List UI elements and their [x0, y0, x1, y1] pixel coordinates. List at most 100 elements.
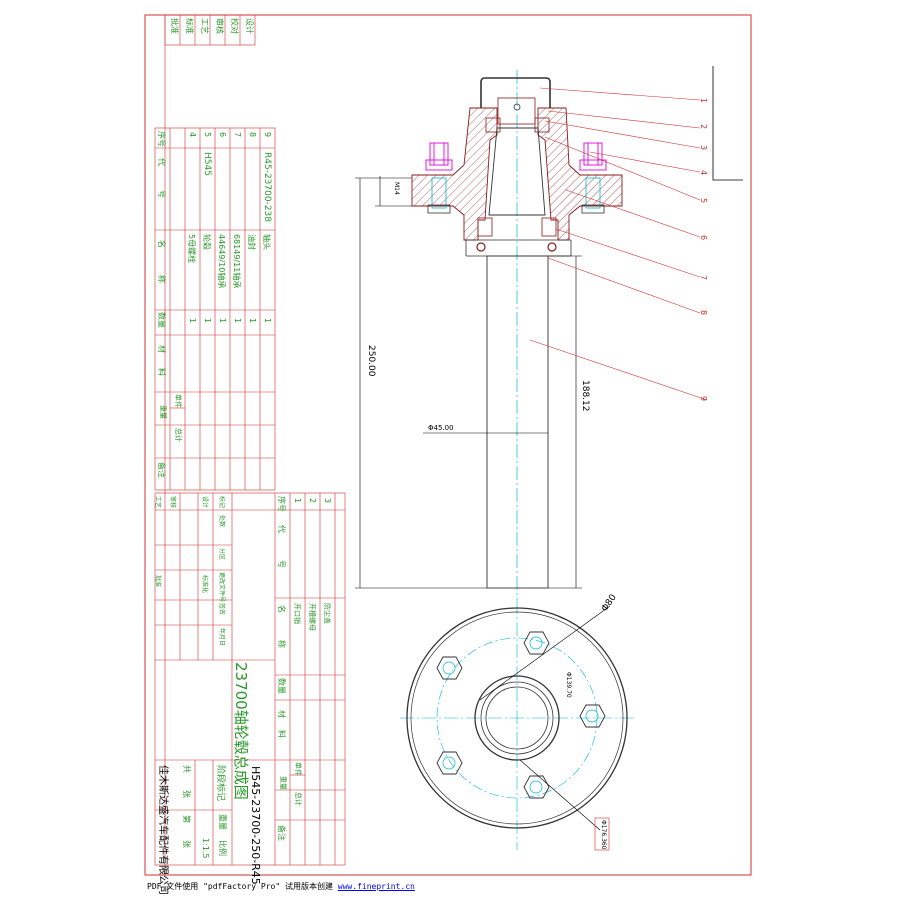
bom-lower-row-name: 开槽螺母 — [308, 603, 316, 631]
bom-row-name: 轴头 — [262, 234, 271, 250]
shaft — [486, 255, 549, 589]
bom-lower-header: 重量 — [279, 776, 287, 790]
sig-label: 设计 — [201, 496, 208, 509]
bom-row-qty: 1 — [188, 318, 197, 324]
bom-lower-header: 代 — [277, 525, 286, 533]
bom-header-material: 材 — [157, 345, 166, 353]
callout-frame — [712, 66, 743, 181]
sig-label: 标记 — [218, 496, 225, 509]
scale-label: 比例 — [218, 840, 227, 856]
sig-label: 年月日 — [218, 628, 225, 647]
revision-label: 设计 — [245, 18, 254, 34]
bom-lower-row-name: 开口销 — [293, 603, 301, 624]
leader-lines — [539, 87, 701, 314]
callout-3: 3 — [699, 145, 708, 151]
bom-row-name: 轮毂 — [202, 234, 211, 250]
bom-lower-header: 号 — [277, 560, 286, 568]
pdf-footer: PDF 文件使用 "pdfFactory Pro" 试用版本创建 www.fin… — [147, 881, 415, 892]
bom-header-qty: 数量 — [157, 312, 166, 328]
bom-lower-header: 料 — [277, 730, 286, 738]
dust-cap — [480, 77, 551, 108]
bom-lower-header: 称 — [277, 640, 286, 648]
stage-mark-label: 阶段标记 — [215, 765, 225, 802]
bom-header-code2: 号 — [157, 190, 166, 198]
weight-label: 重量 — [218, 814, 227, 830]
bom-row-qty: 1 — [218, 318, 227, 324]
callout-7: 7 — [699, 275, 708, 281]
bom-row-name: 5母螺栓 — [187, 234, 196, 264]
revision-grid — [164, 14, 256, 46]
title-block — [154, 492, 346, 866]
dim-shaft-length: 188.12 — [580, 380, 590, 412]
bom-row-no: 7 — [233, 132, 242, 138]
bom-lower-header: 材 — [277, 710, 286, 718]
bom-lower-row-no: 1 — [293, 498, 302, 504]
sig-label: 审核 — [169, 496, 176, 509]
bom-header-weight: 重量 — [159, 405, 167, 419]
drawing-number: H545-23700-250-R45 — [249, 766, 262, 885]
bom-row-no: 4 — [188, 132, 197, 138]
bom-row-code: H545 — [202, 152, 212, 176]
bom-header-name2: 称 — [157, 275, 166, 283]
sheet-count-label: 张 — [182, 840, 191, 848]
bom-upper-table — [154, 127, 276, 491]
callout-4: 4 — [699, 170, 708, 176]
bom-row-no: 9 — [263, 132, 272, 138]
sig-label: 更改文件号 — [218, 572, 225, 603]
bom-row-qty: 1 — [263, 318, 272, 324]
company-name: 佳木斯达盛汽车配件有限公司 — [157, 765, 168, 895]
drawing-frame — [164, 14, 752, 876]
sig-label: 工艺 — [154, 496, 161, 509]
callout-5: 5 — [699, 198, 708, 204]
bom-row-no: 6 — [218, 132, 227, 138]
bom-lower-header: 单件 — [294, 762, 302, 776]
bom-header-name: 名 — [157, 240, 166, 248]
bom-lower-row-name: 防尘盖 — [323, 603, 331, 624]
sig-label: 批准 — [154, 575, 161, 588]
bom-header-no: 序号 — [157, 131, 166, 147]
sheet-count-label: 共 — [182, 765, 191, 773]
footer-link[interactable]: www.fineprint.cn — [337, 882, 415, 891]
bom-lower-header: 总计 — [294, 792, 302, 806]
revision-label: 校对 — [230, 18, 239, 34]
hub-right — [537, 107, 623, 241]
bom-lower-row-no: 2 — [308, 498, 317, 504]
sig-label: 签名 — [218, 603, 225, 616]
bom-lower-header: 名 — [277, 605, 286, 613]
revision-label: 审核 — [215, 18, 224, 34]
dim-bolt-circle: Φ139.70 — [565, 672, 572, 698]
bom-row-name: 44649/10轴承 — [217, 234, 226, 289]
bom-row-code: R45-23700-238 — [262, 152, 272, 223]
bom-row-qty: 1 — [233, 318, 242, 324]
bom-row-qty: 1 — [248, 318, 257, 324]
front-view — [400, 600, 636, 851]
section-view — [355, 70, 708, 600]
hub-left — [411, 107, 498, 241]
revision-label: 批准 — [170, 18, 179, 34]
bom-header-unit: 单件 — [174, 394, 182, 408]
callout-1: 1 — [699, 98, 708, 104]
revision-label: 工艺 — [200, 18, 209, 34]
dim-flange-thickness: M14 — [393, 182, 400, 195]
scale-value: 1:1.5 — [201, 838, 210, 859]
revision-label: 标准 — [185, 18, 194, 34]
bom-lower-row-no: 3 — [323, 498, 332, 504]
bom-lower-header: 序号 — [277, 496, 286, 512]
callout-9: 9 — [699, 396, 708, 402]
bom-header-remark: 备注 — [157, 462, 166, 478]
callout-2: 2 — [699, 124, 708, 130]
bom-lower-header: 备注 — [277, 825, 286, 841]
sig-label: 处数 — [218, 515, 225, 528]
bom-header-total: 总计 — [174, 428, 182, 442]
bom-lower-header: 数量 — [277, 678, 286, 694]
bom-row-name: 68149/11轴承 — [232, 234, 241, 289]
sig-label: 标准化 — [201, 575, 208, 594]
sig-label: 分区 — [218, 548, 225, 561]
dim-flange-diameter: Φ176.360 — [600, 820, 607, 850]
dim-overall-length: 250.00 — [366, 345, 376, 377]
bom-header-material2: 料 — [157, 368, 166, 376]
bom-row-name: 油封 — [247, 234, 256, 250]
dim-shaft-diameter: Φ45.00 — [428, 424, 454, 432]
bom-row-no: 8 — [248, 132, 257, 138]
